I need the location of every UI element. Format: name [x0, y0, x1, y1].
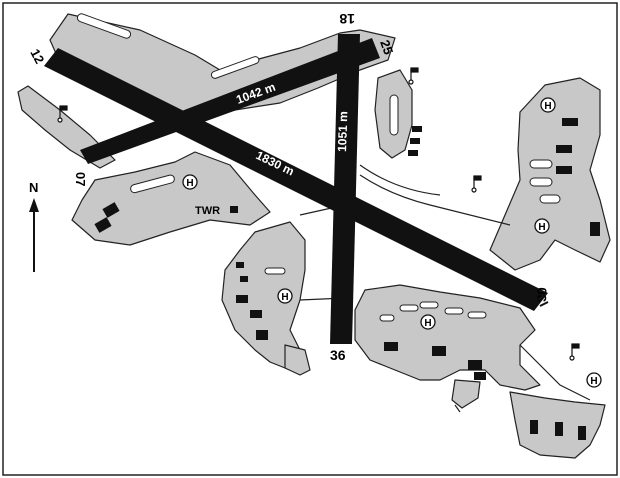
taxiway-line	[359, 164, 441, 196]
apron-east	[489, 77, 611, 271]
building	[94, 217, 112, 233]
building	[410, 138, 420, 144]
runway-end-07: 07	[73, 172, 88, 186]
building	[102, 202, 120, 218]
island	[529, 177, 553, 187]
apron-small-lobe	[284, 344, 311, 376]
runway-07-25	[80, 38, 380, 164]
tower-label: TWR	[195, 205, 220, 217]
building	[384, 342, 398, 351]
building	[468, 360, 482, 370]
building	[236, 295, 248, 303]
runways	[44, 34, 548, 344]
threshold-mark	[539, 301, 549, 307]
heliport-east: H	[534, 218, 550, 234]
taxiway-line	[519, 344, 591, 401]
island	[389, 94, 399, 136]
island	[467, 311, 487, 319]
threshold-marks	[535, 295, 549, 307]
buildings	[94, 118, 600, 440]
svg-text:H: H	[281, 292, 288, 303]
island	[76, 13, 132, 39]
heliports: H H H H H H	[182, 97, 602, 388]
building	[578, 426, 586, 440]
island	[210, 56, 260, 79]
runway-18-36-length: 1051 m	[335, 111, 350, 152]
heliport-central: H	[277, 288, 293, 304]
runway-end-18: 18	[339, 11, 355, 27]
island	[399, 304, 419, 312]
north-label: N	[29, 180, 38, 195]
heliport-southeast: H	[586, 372, 602, 388]
flag-icon	[57, 105, 68, 123]
building	[590, 222, 600, 236]
apron-small-lobe-2	[451, 379, 481, 409]
building	[530, 420, 538, 434]
island	[264, 267, 286, 275]
heliport-south: H	[420, 314, 436, 330]
runway-end-36: 36	[330, 347, 346, 363]
apron-islands	[76, 13, 561, 322]
flags	[57, 67, 580, 361]
building	[474, 372, 486, 380]
building	[236, 262, 244, 268]
building	[432, 346, 446, 356]
building	[556, 166, 572, 174]
apron-south	[354, 284, 541, 391]
building	[408, 150, 418, 156]
island	[529, 159, 553, 169]
flag-icon	[569, 343, 580, 361]
island	[419, 301, 439, 309]
island	[539, 194, 561, 204]
flag-icon	[471, 175, 482, 193]
north-arrow: N	[29, 180, 39, 272]
island	[444, 307, 464, 315]
north-arrow-icon	[29, 198, 39, 212]
threshold-mark	[535, 295, 545, 301]
tower-building	[230, 206, 238, 213]
svg-text:H: H	[538, 222, 545, 233]
building	[556, 145, 572, 153]
building	[562, 118, 578, 126]
runway-end-12: 12	[27, 46, 47, 66]
runway-18-36	[330, 34, 360, 344]
svg-text:H: H	[186, 178, 193, 189]
building	[555, 422, 563, 436]
svg-text:H: H	[544, 101, 551, 112]
building	[412, 126, 422, 132]
svg-text:H: H	[424, 318, 431, 329]
runway-12-30	[44, 48, 548, 311]
taxiway-line	[454, 404, 461, 413]
apron-areas	[17, 13, 611, 459]
taxiway-line	[359, 174, 511, 226]
heliport-west: H	[182, 174, 198, 190]
apron-west	[71, 151, 271, 246]
island	[379, 314, 395, 322]
building	[240, 276, 248, 282]
island	[130, 174, 175, 194]
building	[256, 330, 268, 340]
flag-icon	[408, 67, 419, 85]
building	[250, 310, 262, 318]
svg-text:H: H	[590, 376, 597, 387]
runway-end-25: 25	[377, 38, 396, 57]
heliport-northeast: H	[540, 97, 556, 113]
